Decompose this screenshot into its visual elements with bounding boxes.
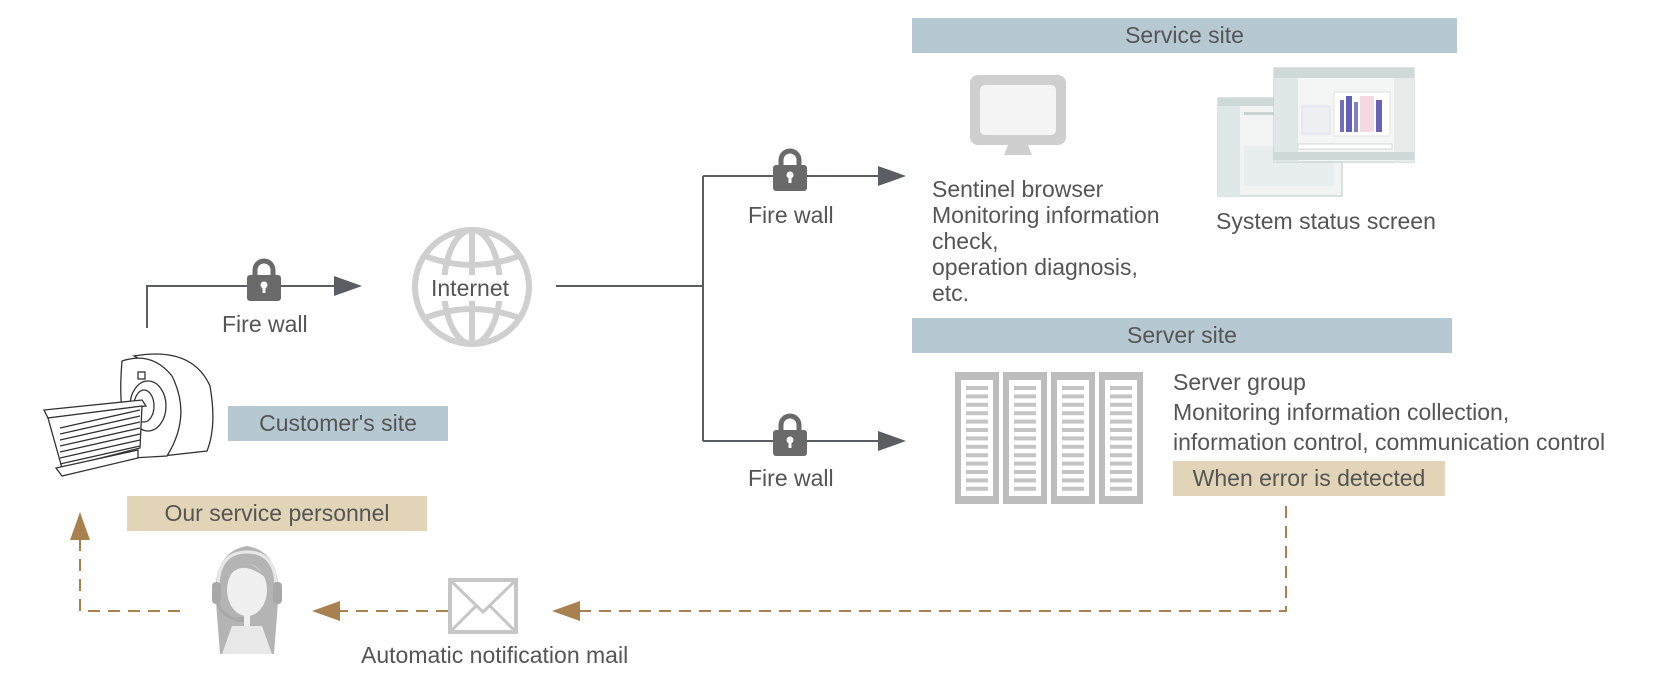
- browser-line-3: check,: [932, 228, 999, 254]
- server-line-3: information control, communication contr…: [1173, 429, 1606, 455]
- browser-line-5: etc.: [932, 280, 970, 306]
- arrow-head-to-server: [878, 431, 906, 451]
- server-description: Server group Monitoring information coll…: [1173, 367, 1605, 457]
- server-site-title: Server site: [912, 318, 1452, 353]
- lock-icon: [247, 258, 281, 301]
- customers-site-label: Customer's site: [228, 406, 448, 441]
- browser-line-2: Monitoring information: [932, 202, 1160, 228]
- server-line-1: Server group: [1173, 369, 1306, 395]
- mri-scanner-icon: [42, 353, 214, 477]
- notify-line-server-to-mail: [580, 506, 1287, 612]
- screenshot-thumbnail: [1217, 67, 1415, 197]
- server-rack-icon: [955, 372, 1143, 504]
- notify-line-operator-to-customer: [79, 540, 180, 612]
- monitor-icon: [970, 75, 1066, 155]
- browser-description: Sentinel browser Monitoring information …: [932, 176, 1160, 306]
- browser-line-1: Sentinel browser: [932, 176, 1104, 202]
- error-detected-badge: When error is detected: [1173, 461, 1445, 496]
- lock-icon: [773, 413, 807, 456]
- arrow-head-to-internet: [334, 276, 362, 296]
- arrow-head-to-service: [878, 166, 906, 186]
- server-line-2: Monitoring information collection,: [1173, 399, 1510, 425]
- envelope-icon: [448, 578, 518, 634]
- system-status-label: System status screen: [1216, 208, 1436, 234]
- notify-arrow-to-customer: [70, 512, 90, 540]
- lock-icon: [773, 148, 807, 191]
- notify-arrow-to-mail: [552, 601, 580, 621]
- firewall-label-server: Fire wall: [748, 465, 834, 491]
- internet-label: Internet: [430, 275, 510, 301]
- service-personnel-label: Our service personnel: [127, 496, 427, 531]
- notify-arrow-to-operator: [312, 601, 340, 621]
- operator-headset-icon: [212, 546, 282, 654]
- firewall-label-service: Fire wall: [748, 202, 834, 228]
- browser-line-4: operation diagnosis,: [932, 254, 1138, 280]
- notification-mail-label: Automatic notification mail: [361, 642, 629, 668]
- service-site-title: Service site: [912, 18, 1457, 53]
- firewall-label-customer: Fire wall: [222, 311, 308, 337]
